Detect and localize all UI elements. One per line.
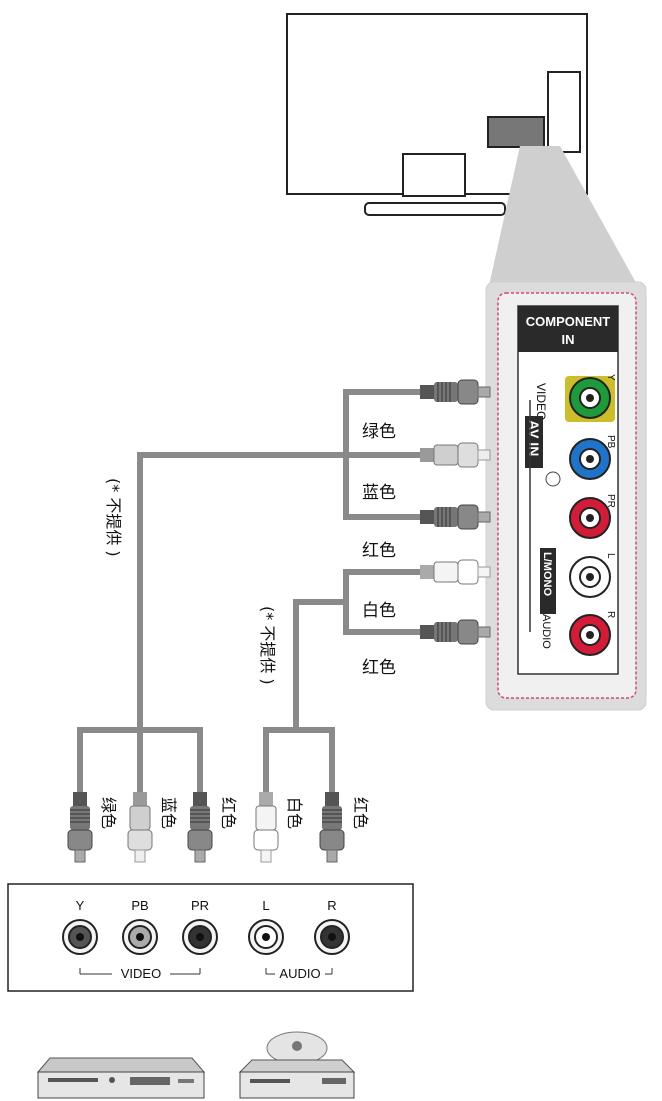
- not-provided-note-component: (* 不提供 ): [104, 478, 123, 557]
- av-in-label: AV IN: [526, 420, 542, 456]
- tv-jack-label: PR: [605, 494, 616, 508]
- device-jack-pr: PR: [182, 898, 218, 955]
- tv-jack-l: L: [569, 553, 616, 598]
- tv-port-area: [487, 116, 545, 148]
- tv-jack-pr: PR: [569, 494, 616, 539]
- device-jack-label: PB: [131, 898, 148, 913]
- device-jack-label: L: [262, 898, 269, 913]
- plug-pr-tv: [419, 504, 491, 530]
- device-jacks: Y PB PR L R: [62, 898, 350, 955]
- component-in-header: [518, 306, 618, 352]
- label-green-device: 绿色: [99, 797, 118, 829]
- not-provided-note-audio: (* 不提供 ): [258, 606, 277, 685]
- cd-player-icon: [238, 1031, 356, 1099]
- device-jack-label: Y: [76, 898, 85, 913]
- label-blue-device: 蓝色: [159, 797, 178, 829]
- device-jack-pb: PB: [122, 898, 158, 955]
- tv-jack-label: PB: [605, 435, 616, 449]
- plug-pr-device: [187, 791, 213, 863]
- plug-pb-tv: [420, 442, 491, 468]
- tv-illustration: [286, 13, 588, 216]
- video-group-label: VIDEO: [121, 966, 161, 981]
- device-jack-l: L: [248, 898, 284, 955]
- tv-stand-base: [364, 202, 506, 216]
- plug-y-device: [67, 791, 93, 863]
- component-cable: [77, 389, 420, 792]
- tv-input-panel: COMPONENT IN VIDEO AV IN L/MONO AUDIO Y P…: [485, 281, 647, 711]
- device-jack-y: Y: [62, 898, 98, 955]
- tv-jack-r: R: [569, 611, 616, 656]
- av-in-indicator: [545, 471, 561, 487]
- label-green-tv: 绿色: [362, 422, 396, 442]
- device-jack-label: R: [327, 898, 336, 913]
- tv-jack-label: L: [605, 553, 616, 559]
- plug-l-device: [253, 792, 279, 863]
- audio-vertical-label: AUDIO: [540, 614, 552, 649]
- label-white-tv: 白色: [362, 601, 396, 621]
- device-output-panel: Y PB PR L R VIDEO AUDIO: [7, 883, 414, 992]
- audio-cable: [263, 569, 420, 792]
- tv-side-panel: [547, 71, 581, 153]
- label-red-device-1: 红色: [219, 797, 238, 829]
- tv-jack-y: Y: [569, 374, 616, 419]
- audio-group-label: AUDIO: [279, 966, 320, 981]
- plug-y-tv: [419, 379, 491, 405]
- tv-jack-label: R: [605, 611, 616, 618]
- label-white-device: 白色: [285, 797, 304, 829]
- device-jack-r: R: [314, 898, 350, 955]
- plug-r-tv: [419, 619, 491, 645]
- label-red-device-2: 红色: [351, 797, 370, 829]
- tv-jack-pb: PB: [569, 435, 616, 480]
- lmono-label: L/MONO: [541, 552, 553, 596]
- plug-r-device: [319, 791, 345, 863]
- plug-pb-device: [127, 792, 153, 863]
- zoom-callout: [488, 146, 640, 290]
- device-plugs: [67, 791, 345, 863]
- label-blue-tv: 蓝色: [362, 483, 396, 503]
- dvd-player-icon: [36, 1057, 206, 1099]
- video-vertical-label: VIDEO: [534, 383, 548, 420]
- device-jack-label: PR: [191, 898, 209, 913]
- label-red-tv-2: 红色: [362, 658, 396, 678]
- label-red-tv-1: 红色: [362, 541, 396, 561]
- tv-jacks: Y PB PR L R: [569, 374, 616, 656]
- component-in-header-text-2: IN: [562, 332, 575, 347]
- plug-l-tv: [420, 559, 491, 585]
- component-in-header-text: COMPONENT: [526, 314, 611, 329]
- tv-jack-label: Y: [605, 374, 616, 381]
- tv-stand-neck: [402, 153, 466, 197]
